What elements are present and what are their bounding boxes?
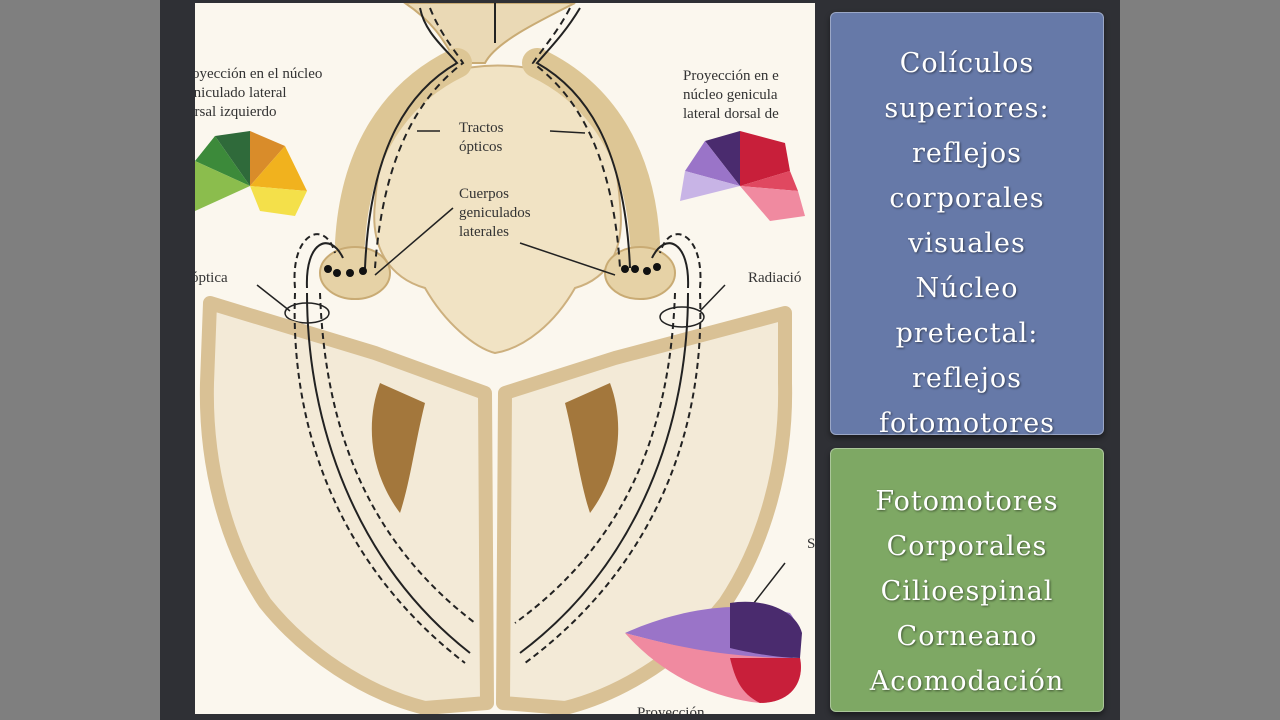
blue-line: pretectal: [831, 311, 1103, 356]
s-label: S [807, 535, 815, 554]
left-hemisphere [207, 303, 487, 708]
green-line: Corneano [831, 614, 1103, 659]
optic-label: óptica [195, 269, 228, 288]
green-line: Fotomotores [831, 479, 1103, 524]
lgn-label: Cuerpos geniculados laterales [459, 185, 531, 242]
right-projection-fan [680, 131, 810, 226]
superior-colliculus-box: Colículos superiores: reflejos corporale… [830, 12, 1104, 435]
green-line: Acomodación [831, 659, 1103, 704]
optic-tracts-label: Tractos ópticos [459, 119, 503, 157]
occipital-projection [620, 593, 810, 708]
blue-line: reflejos [831, 356, 1103, 401]
blue-line: reflejos [831, 131, 1103, 176]
anatomy-illustration: royección en el núcleo eniculado lateral… [195, 3, 815, 714]
blue-line: corporales [831, 176, 1103, 221]
lgn-right [605, 247, 675, 299]
lgn-left [320, 247, 390, 299]
left-projection-label: royección en el núcleo eniculado lateral… [195, 65, 322, 122]
right-projection-label: Proyección en e núcleo genicula lateral … [683, 67, 779, 124]
blue-line: Colículos [831, 41, 1103, 86]
blue-line: visuales [831, 221, 1103, 266]
blue-line: fotomotores [831, 401, 1103, 446]
green-line: Cilioespinal [831, 569, 1103, 614]
blue-line: superiores: [831, 86, 1103, 131]
radiation-label: Radiació [748, 269, 801, 288]
reflexes-box: Fotomotores Corporales Cilioespinal Corn… [830, 448, 1104, 712]
bottom-label: Proyección [637, 704, 704, 714]
left-projection-fan [195, 131, 310, 221]
right-margin [1120, 0, 1280, 720]
left-margin [0, 0, 160, 720]
blue-line: Núcleo [831, 266, 1103, 311]
green-line: Corporales [831, 524, 1103, 569]
